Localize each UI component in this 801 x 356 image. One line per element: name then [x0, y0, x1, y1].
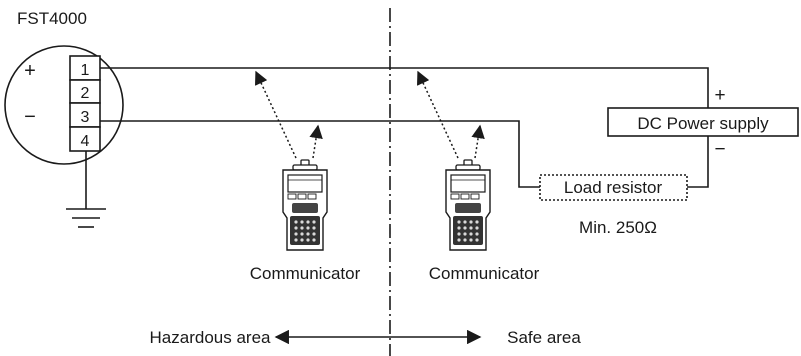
return-wire	[687, 136, 709, 188]
terminal-2-label: 2	[81, 85, 90, 102]
comm1-arrow-positive	[255, 70, 297, 159]
power-supply-plus-sign: +	[714, 85, 725, 106]
communicator-safe-label: Communicator	[429, 264, 540, 283]
terminal-block: 1 2 3 4	[69, 55, 101, 152]
load-resistor-spec: Min. 250Ω	[579, 218, 657, 237]
safe-area-label: Safe area	[507, 328, 581, 347]
ground-icon	[66, 151, 106, 228]
communicator-safe-icon	[445, 159, 491, 251]
communicator-hazardous-label: Communicator	[250, 264, 361, 283]
positive-loop-wire	[100, 67, 709, 108]
terminal-1-label: 1	[81, 62, 90, 79]
transmitter-plus-sign: +	[24, 60, 36, 82]
transmitter-body	[4, 45, 124, 165]
comm2-arrow-positive	[417, 70, 459, 159]
hazardous-area-label: Hazardous area	[150, 328, 272, 347]
terminal-4-label: 4	[81, 133, 90, 150]
dc-power-supply-label: DC Power supply	[637, 114, 769, 133]
comm2-arrow-negative	[471, 124, 485, 159]
negative-loop-wire	[100, 120, 540, 188]
device-label: FST4000	[17, 9, 87, 28]
dc-power-supply-box	[607, 107, 799, 137]
terminal-4-box	[69, 126, 101, 152]
load-resistor-box	[539, 174, 688, 201]
terminal-3-label: 3	[81, 109, 90, 126]
communicator-hazardous-icon	[282, 159, 328, 251]
load-resistor-label: Load resistor	[564, 178, 663, 197]
transmitter-minus-sign: −	[24, 106, 36, 128]
terminal-3-box	[69, 102, 101, 128]
power-supply-minus-sign: −	[714, 139, 725, 160]
comm1-arrow-negative	[309, 124, 323, 159]
